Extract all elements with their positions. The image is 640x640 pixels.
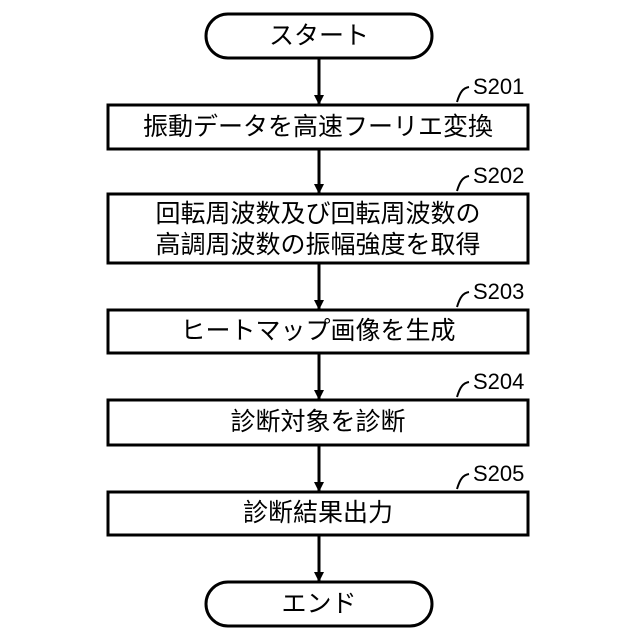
step-label-leader-s204: [457, 382, 469, 397]
process-box-s205: 診断結果出力: [108, 492, 528, 535]
process-box-s202: 回転周波数及び回転周波数の 高調周波数の振幅強度を取得: [108, 194, 528, 263]
step-label-leader-s205: [457, 474, 469, 489]
process-text-s201: 振動データを高速フーリエ変換: [143, 112, 493, 141]
end-terminator: エンド: [206, 582, 432, 626]
step-label-s205: S205: [473, 461, 524, 486]
process-box-s201: 振動データを高速フーリエ変換: [108, 105, 528, 149]
start-terminator: スタート: [206, 14, 432, 58]
step-label-leader-s201: [457, 87, 469, 102]
step-label-s203: S203: [473, 279, 524, 304]
process-text-s202-line2: 高調周波数の振幅強度を取得: [155, 230, 480, 259]
process-text-s205: 診断結果出力: [243, 498, 393, 527]
process-box-s203: ヒートマップ画像を生成: [108, 310, 528, 353]
step-label-s204: S204: [473, 369, 524, 394]
step-label-s202: S202: [473, 163, 524, 188]
step-label-s201: S201: [473, 74, 524, 99]
process-text-s202-line1: 回転周波数及び回転周波数の: [155, 199, 480, 228]
process-text-s204: 診断対象を診断: [230, 407, 405, 436]
step-label-leader-s202: [457, 176, 469, 191]
step-label-leader-s203: [457, 292, 469, 307]
process-text-s203: ヒートマップ画像を生成: [180, 316, 455, 345]
start-label: スタート: [269, 21, 369, 50]
end-label: エンド: [281, 589, 356, 618]
process-box-s204: 診断対象を診断: [108, 400, 528, 445]
